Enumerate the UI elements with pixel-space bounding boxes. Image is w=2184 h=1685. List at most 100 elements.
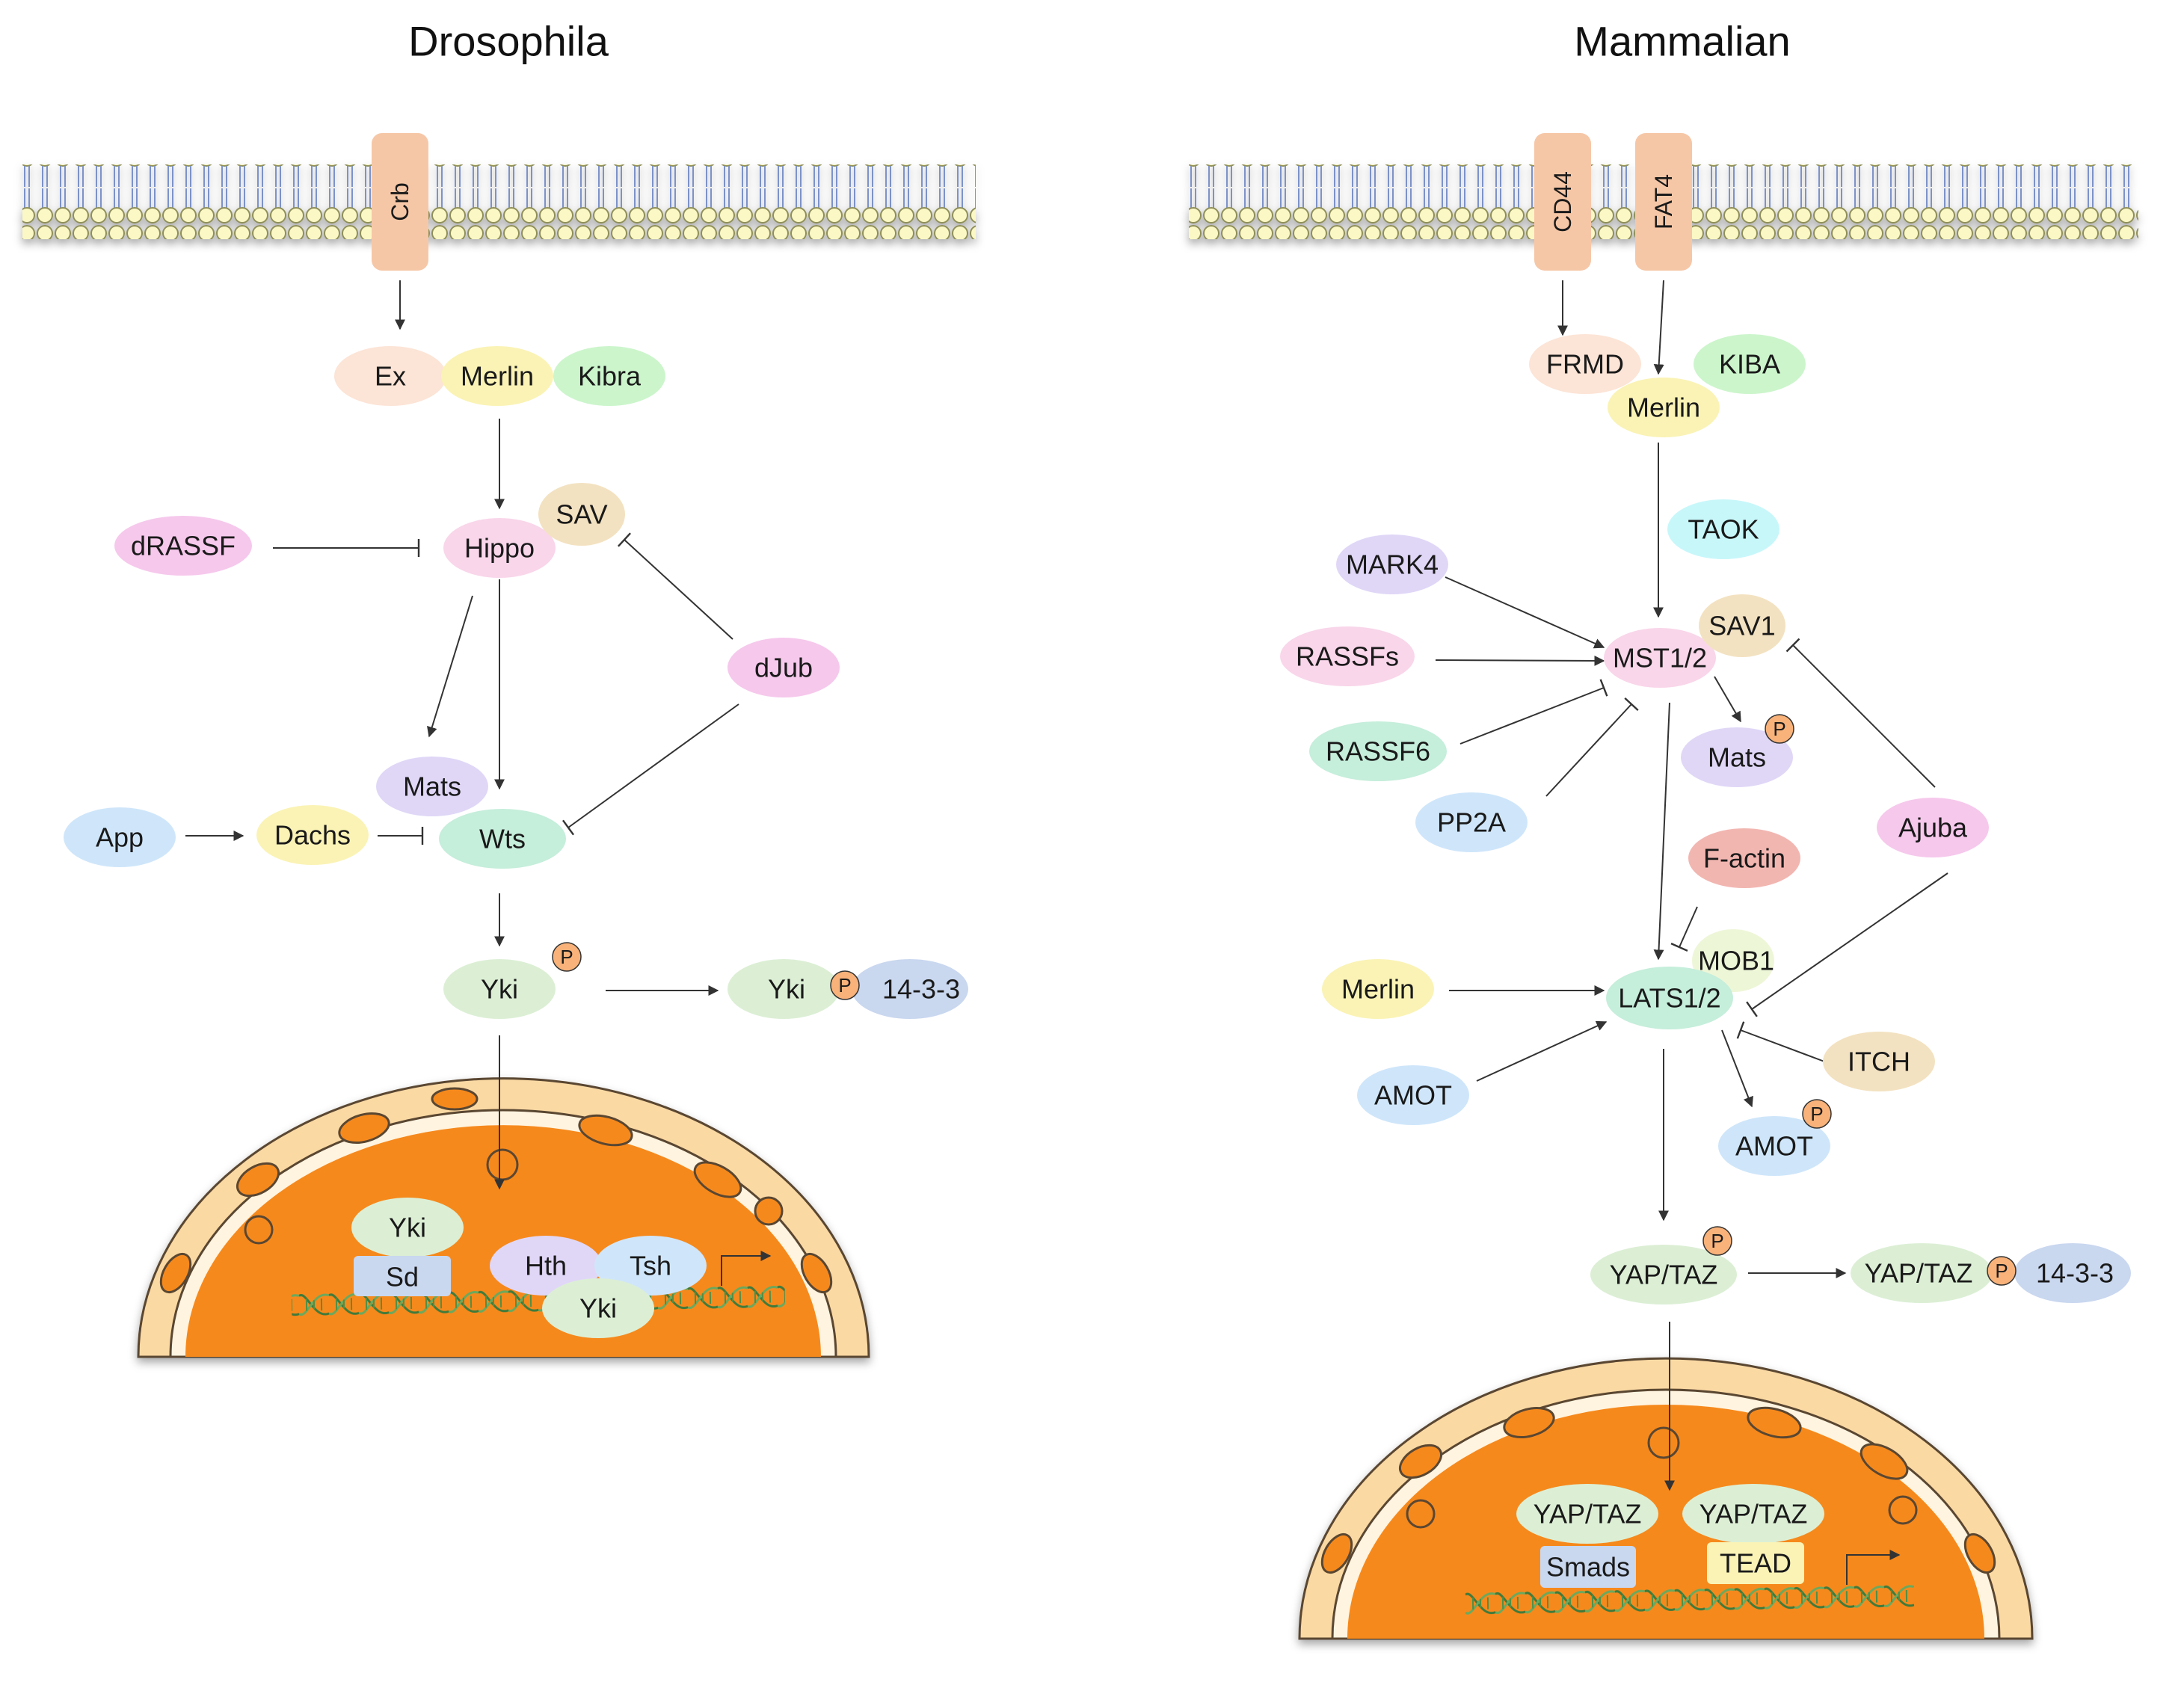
- node-f-actin: F-actin: [1688, 828, 1800, 888]
- svg-text:Tsh: Tsh: [630, 1251, 671, 1281]
- svg-text:YAP/TAZ: YAP/TAZ: [1699, 1499, 1808, 1530]
- svg-text:Yki: Yki: [389, 1213, 426, 1243]
- svg-text:Yki: Yki: [481, 974, 518, 1005]
- receptor-crb: Crb: [372, 133, 428, 271]
- node-frmd: FRMD: [1529, 334, 1641, 394]
- node-yki-1433-complex: Yki P 14-3-3: [728, 959, 968, 1019]
- node-ex: Ex: [334, 346, 446, 406]
- node-lats12: LATS1/2: [1606, 967, 1733, 1029]
- svg-text:TAOK: TAOK: [1688, 514, 1759, 545]
- svg-text:ITCH: ITCH: [1848, 1047, 1910, 1077]
- node-yki-phospho: Yki P: [443, 942, 582, 1019]
- svg-text:Mats: Mats: [1708, 742, 1766, 773]
- svg-text:SAV1: SAV1: [1708, 611, 1775, 641]
- svg-text:TEAD: TEAD: [1720, 1548, 1791, 1579]
- node-taok: TAOK: [1667, 499, 1780, 559]
- svg-text:FRMD: FRMD: [1546, 349, 1624, 380]
- svg-text:P: P: [560, 946, 573, 968]
- svg-text:FAT4: FAT4: [1650, 174, 1677, 230]
- node-ajuba: Ajuba: [1877, 798, 1989, 857]
- svg-text:YAP/TAZ: YAP/TAZ: [1534, 1499, 1642, 1530]
- svg-text:Crb: Crb: [387, 182, 413, 221]
- node-kibra: Kibra: [553, 346, 665, 406]
- svg-text:AMOT: AMOT: [1374, 1080, 1452, 1111]
- node-djub: dJub: [728, 638, 840, 697]
- svg-text:Smads: Smads: [1546, 1552, 1630, 1583]
- svg-text:App: App: [96, 822, 144, 853]
- nucleus-left: [137, 1077, 870, 1358]
- svg-text:CD44: CD44: [1549, 171, 1576, 232]
- node-mark4: MARK4: [1336, 535, 1448, 594]
- node-pp2a: PP2A: [1415, 792, 1528, 852]
- receptor-cd44: CD44: [1534, 133, 1591, 271]
- svg-text:KIBA: KIBA: [1719, 349, 1780, 380]
- nucleus-left-proteins: Yki Sd Hth Tsh Yki: [351, 1198, 707, 1338]
- node-itch: ITCH: [1823, 1032, 1935, 1091]
- svg-text:SAV: SAV: [556, 499, 607, 530]
- svg-text:RASSF6: RASSF6: [1326, 736, 1430, 767]
- membrane-left: [22, 164, 976, 239]
- node-kiba: KIBA: [1694, 334, 1806, 394]
- nucleus-right: [1298, 1357, 2034, 1640]
- svg-text:dRASSF: dRASSF: [131, 531, 236, 561]
- svg-text:RASSFs: RASSFs: [1296, 641, 1399, 672]
- svg-text:AMOT: AMOT: [1735, 1131, 1813, 1162]
- svg-text:Kibra: Kibra: [578, 361, 642, 392]
- node-wts: Wts: [439, 809, 566, 869]
- svg-text:P: P: [1810, 1103, 1823, 1125]
- node-rassf6: RASSF6: [1309, 721, 1447, 781]
- svg-text:P: P: [1773, 718, 1785, 740]
- svg-text:14-3-3: 14-3-3: [882, 974, 960, 1005]
- node-amot: AMOT: [1357, 1065, 1469, 1125]
- svg-text:Sd: Sd: [386, 1262, 419, 1293]
- svg-text:MST1/2: MST1/2: [1613, 643, 1707, 674]
- svg-text:PP2A: PP2A: [1437, 807, 1506, 838]
- svg-text:dJub: dJub: [754, 653, 813, 683]
- node-merlin-right: Merlin: [1608, 378, 1720, 437]
- svg-text:P: P: [838, 974, 851, 996]
- receptor-fat4: FAT4: [1635, 133, 1692, 271]
- svg-text:14-3-3: 14-3-3: [2036, 1258, 2114, 1289]
- svg-text:LATS1/2: LATS1/2: [1618, 983, 1720, 1014]
- edges-drosophila: [185, 280, 739, 1190]
- node-sav1: SAV1: [1699, 594, 1785, 657]
- svg-text:YAP/TAZ: YAP/TAZ: [1610, 1260, 1718, 1290]
- node-amot-phospho: AMOT P: [1718, 1099, 1832, 1176]
- title-mammalian: Mammalian: [1574, 18, 1790, 65]
- svg-text:P: P: [1711, 1230, 1723, 1252]
- title-drosophila: Drosophila: [408, 18, 609, 65]
- node-merlin-lats: Merlin: [1322, 959, 1434, 1019]
- svg-text:Merlin: Merlin: [1627, 392, 1700, 423]
- node-drassf: dRASSF: [114, 516, 252, 576]
- node-rassfs: RASSFs: [1280, 626, 1415, 686]
- node-sav: SAV: [538, 483, 625, 546]
- node-hippo: Hippo: [443, 518, 556, 578]
- node-dachs: Dachs: [256, 805, 369, 865]
- svg-text:Yki: Yki: [768, 974, 805, 1005]
- svg-text:YAP/TAZ: YAP/TAZ: [1865, 1258, 1973, 1289]
- svg-text:Merlin: Merlin: [1341, 974, 1415, 1005]
- svg-text:F-actin: F-actin: [1703, 843, 1785, 874]
- node-yaptaz-1433-complex: YAP/TAZ P 14-3-3: [1851, 1243, 2131, 1303]
- svg-text:Dachs: Dachs: [274, 820, 351, 851]
- svg-text:Yki: Yki: [579, 1293, 617, 1324]
- svg-text:MARK4: MARK4: [1346, 549, 1439, 580]
- node-mats-right: Mats P: [1681, 714, 1794, 787]
- node-merlin-left: Merlin: [441, 346, 553, 406]
- node-yaptaz-phospho: YAP/TAZ P: [1590, 1226, 1737, 1304]
- svg-text:Wts: Wts: [479, 824, 526, 854]
- svg-text:Ajuba: Ajuba: [1898, 813, 1968, 843]
- svg-text:P: P: [1995, 1260, 2008, 1282]
- svg-text:MOB1: MOB1: [1698, 946, 1774, 976]
- svg-text:Mats: Mats: [403, 771, 461, 802]
- svg-text:Hippo: Hippo: [464, 533, 535, 564]
- edges-mammalian: [1435, 280, 1948, 1491]
- svg-text:Hth: Hth: [525, 1251, 567, 1281]
- node-app: App: [64, 807, 176, 867]
- node-mst12: MST1/2: [1604, 628, 1716, 688]
- nucleus-right-proteins: YAP/TAZ Smads YAP/TAZ TEAD: [1516, 1484, 1824, 1588]
- node-mats-left: Mats: [376, 757, 488, 816]
- svg-text:Merlin: Merlin: [461, 361, 534, 392]
- svg-text:Ex: Ex: [375, 361, 406, 392]
